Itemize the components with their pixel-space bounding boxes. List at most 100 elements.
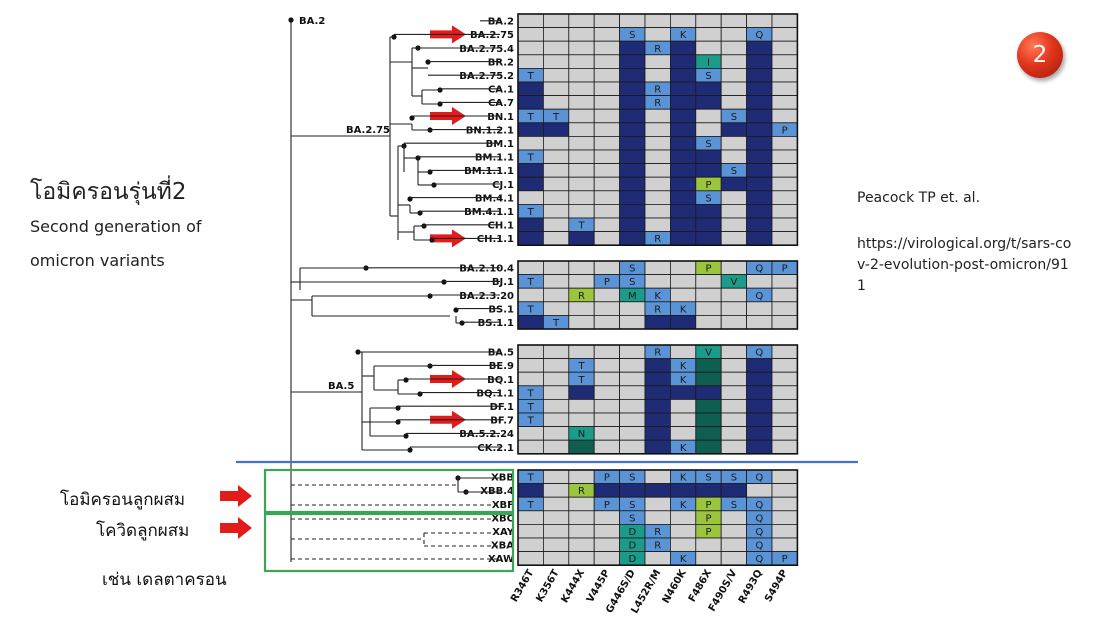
heading-english-line2: omicron variants [30,251,165,270]
mutation-cell [746,398,773,414]
mutation-cell [568,203,595,219]
mutation-cell [720,231,748,246]
mutation-cell-letter: T [527,388,535,399]
mutation-cell [720,40,748,56]
mutation-cell [568,81,595,97]
mutation-cell-letter: S [731,500,737,511]
mutation-cell-letter: K [680,500,687,511]
mutation-cell-letter: Q [755,527,763,538]
mutation-cell [593,27,621,42]
variant-label: XAY [492,527,514,538]
mutation-cell [670,13,697,29]
mutation-cell [543,469,570,485]
mutation-cell [720,510,748,525]
mutation-cell-letter: Q [755,291,763,302]
mutation-cell [695,203,722,219]
mutation-cell [746,68,773,83]
mutation-cell [517,510,544,525]
mutation-cell [771,231,798,246]
mutation-cell-letter: T [527,71,535,82]
mutation-cell [619,176,646,192]
mutation-cell-letter: P [782,554,788,565]
mutation-cell [771,483,798,498]
mutation-cell [619,190,646,205]
mutation-cell [517,524,544,539]
mutation-cell [746,314,773,330]
mutation-cell [619,13,646,29]
mutation-cell [720,13,748,29]
variant-label: DF.1 [490,402,514,413]
mutation-cell [543,81,570,97]
mutation-cell [644,54,671,69]
mutation-cell [720,54,748,69]
variant-label: BA.2.75 [470,30,514,41]
mutation-cell [771,81,798,97]
mutation-cell [593,190,621,205]
mutation-cell [695,27,722,42]
mutation-cell [720,287,748,303]
mutation-cell-letter: K [680,443,687,454]
reference-url[interactable]: https://virological.org/t/sars-cov-2-evo… [857,236,1072,294]
mutation-cell [517,260,544,276]
mutation-cell-letter: D [628,541,636,552]
mutation-cell [670,108,697,124]
mutation-cell [568,40,595,56]
mutation-cell [695,81,722,97]
mutation-cell [543,301,570,316]
mutation-cell [695,483,722,498]
mutation-cell [720,385,748,400]
mutation-cell [771,27,798,42]
mutation-cell [771,398,798,414]
mutation-cell [670,274,697,289]
mutation-cell [771,510,798,525]
mutation-column-label: R493Q [737,568,765,606]
mutation-cell [746,203,773,219]
mutation-cell [746,135,773,151]
mutation-cell [695,13,722,29]
mutation-cell-letter: S [629,473,635,484]
mutation-cell [746,385,773,400]
mutation-cell [568,54,595,69]
mutation-cell-letter: K [680,361,687,372]
mutation-cell [746,13,773,29]
mutation-cell [517,426,544,441]
mutation-cell [771,287,798,303]
mutation-cell [771,190,798,205]
mutation-cell [771,439,798,455]
mutation-cell [619,108,646,124]
reference-author: Peacock TP et. al. [857,190,981,206]
mutation-cell-letter: T [527,207,535,218]
mutation-cell-letter: T [527,304,535,315]
mutation-cell [517,176,544,192]
mutation-cell [746,122,773,137]
mutation-cell [517,81,544,97]
mutation-cell [593,358,621,373]
mutation-cell [593,314,621,330]
mutation-cell-letter: Q [755,473,763,484]
mutation-cell [644,274,671,289]
mutation-cell [568,398,595,414]
mutation-cell [543,149,570,165]
mutation-cell [543,385,570,400]
mutation-cell [771,371,798,387]
mutation-cell-letter: K [680,30,687,41]
mutation-cell [593,551,621,566]
mutation-cell [644,426,671,441]
mutation-cell [568,163,595,178]
mutation-cell [720,398,748,414]
mutation-cell [670,54,697,69]
mutation-cell [644,469,671,485]
mutation-cell [771,537,798,553]
mutation-cell-letter: R [654,541,661,552]
mutation-cell-letter: V [705,348,712,359]
mutation-cell [593,231,621,246]
mutation-cell [720,426,748,441]
mutation-cell [543,40,570,56]
mutation-cell-letter: I [707,57,710,68]
mutation-cell [543,426,570,441]
mutation-cell [543,68,570,83]
variant-label: BA.2.10.4 [459,264,514,275]
mutation-cell [670,95,697,110]
mutation-cell [517,314,544,330]
mutation-cell-letter: Q [755,554,763,565]
